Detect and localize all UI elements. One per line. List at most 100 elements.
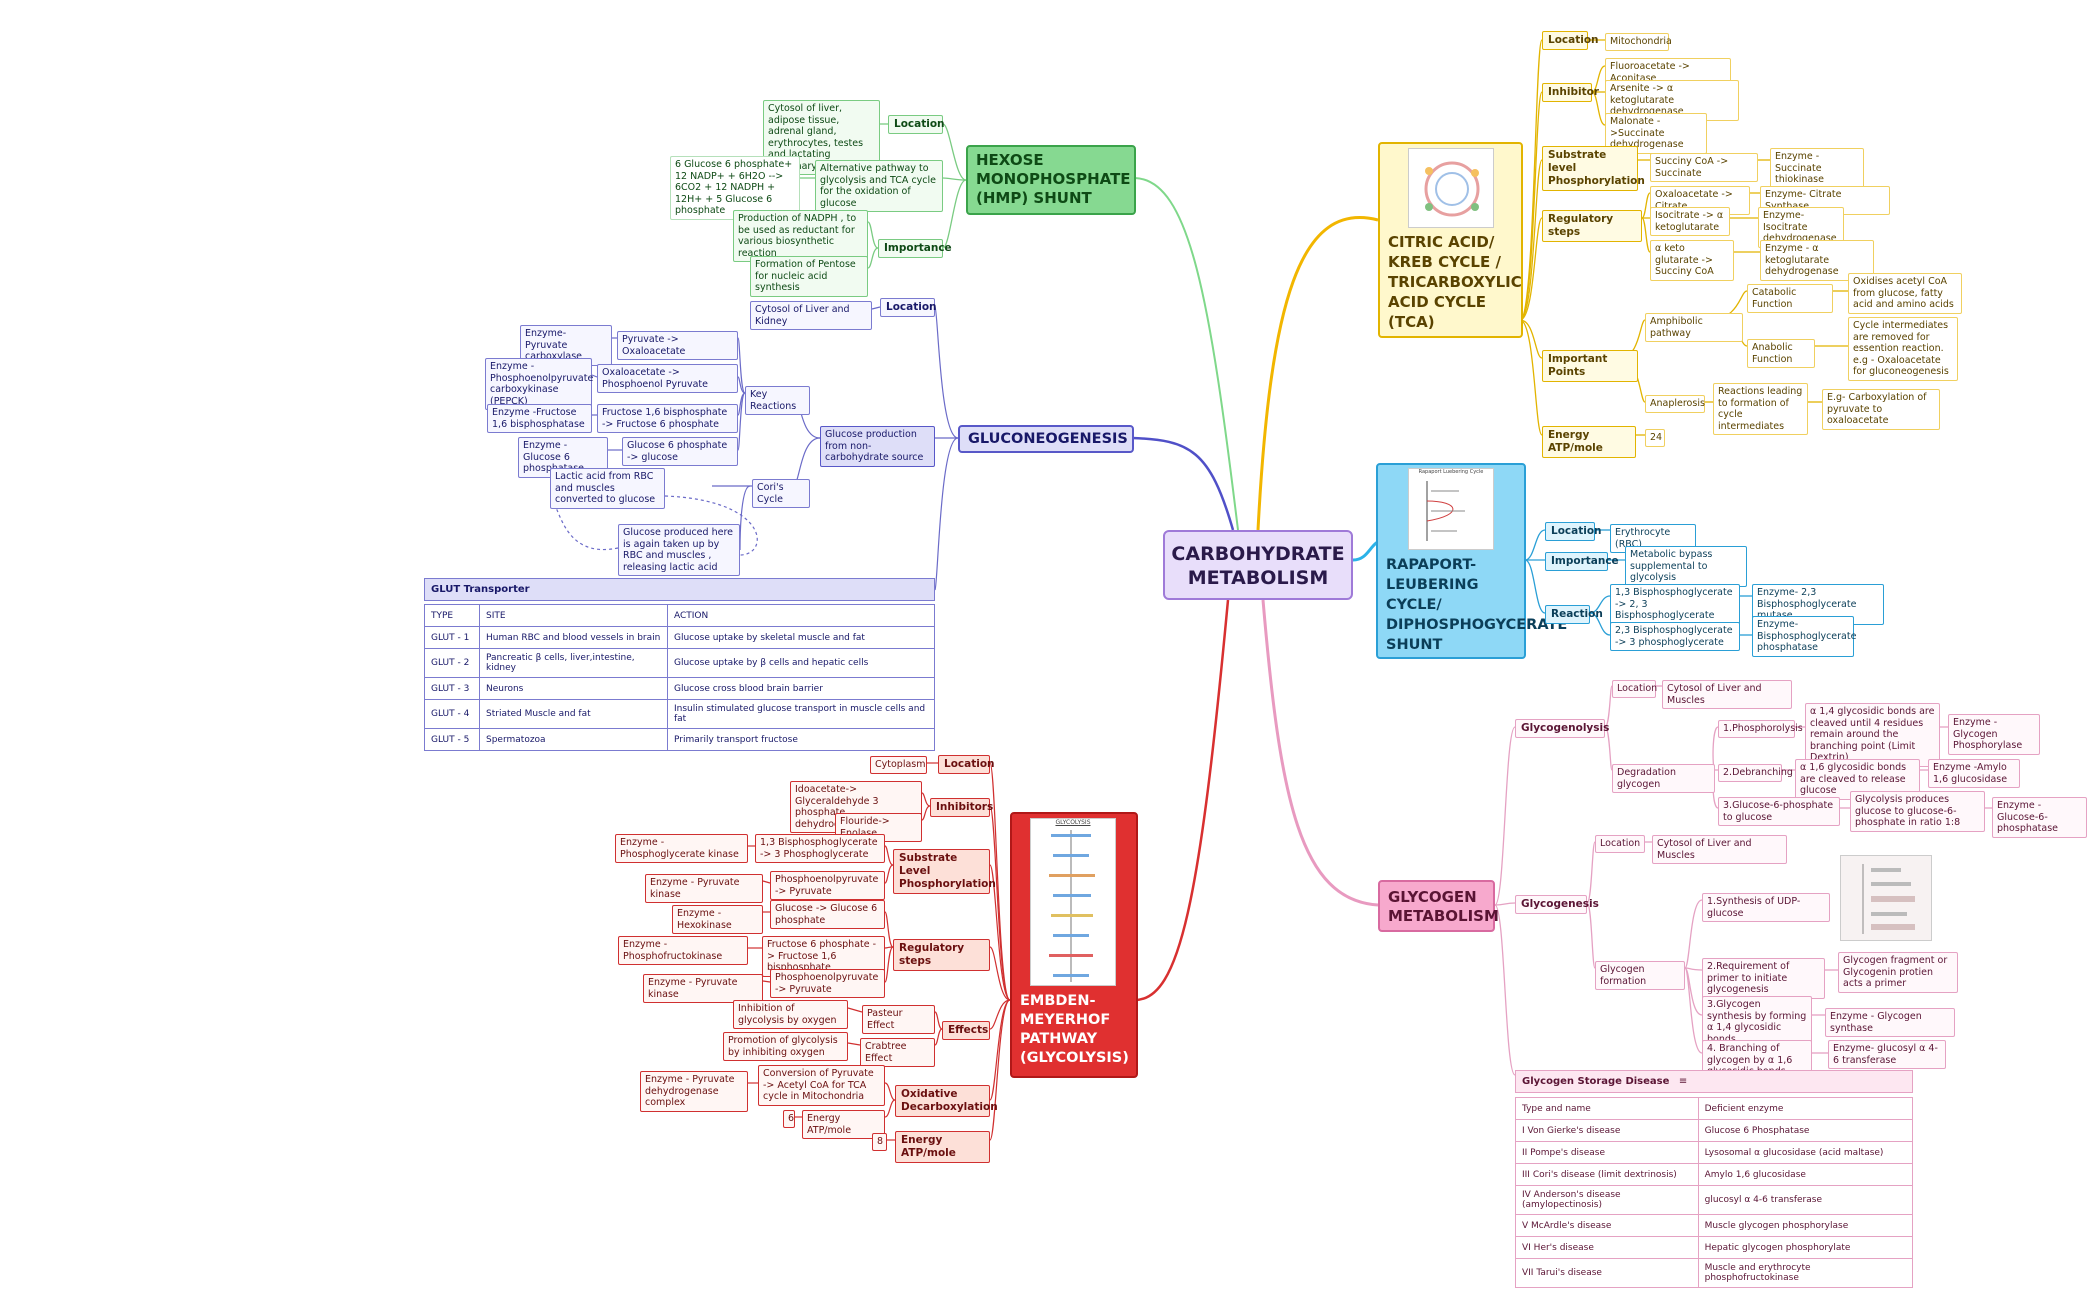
rapaport-importance-label[interactable]: Importance: [1545, 552, 1619, 571]
glut-cell: Glucose cross blood brain barrier: [667, 677, 935, 700]
tca-slp-label[interactable]: Substrate level Phosphorylation: [1542, 146, 1645, 191]
gly-slp-label[interactable]: Substrate Level Phosphorylation: [893, 849, 996, 894]
hmp-importance-label[interactable]: Importance: [878, 239, 952, 258]
root-topic[interactable]: CARBOHYDRATE METABOLISM: [1163, 530, 1353, 600]
hmp-location-label[interactable]: Location: [888, 115, 945, 134]
glut-title: GLUT Transporter: [431, 584, 530, 595]
table-row: III Cori's disease (limit dextrinosis)Am…: [1515, 1163, 1914, 1186]
rapaport-importance-value: Metabolic bypass supplemental to glycoly…: [1625, 546, 1747, 587]
glycolysis-pathway-image: [1049, 830, 1095, 982]
glut-cell: GLUT - 3: [424, 677, 480, 700]
tca-reg-step-1: Oxaloacetate -> Citrate: [1650, 186, 1750, 215]
rapaport-location-label[interactable]: Location: [1545, 522, 1602, 541]
gly-slp-enzyme-2: Enzyme - Pyruvate kinase: [645, 874, 763, 903]
gly-slp-step-1: 1,3 Bisphosphoglycerate -> 3 Phosphoglyc…: [755, 834, 885, 863]
glut-cell: Primarily transport fructose: [667, 728, 935, 751]
gly-oxdec-energy-value: 6: [783, 1110, 795, 1128]
glycogenesis-location-value: Cytosol of Liver and Muscles: [1652, 835, 1787, 864]
rapaport-reaction-label[interactable]: Reaction: [1545, 605, 1603, 624]
glycogenesis-label[interactable]: Glycogenesis: [1515, 895, 1599, 914]
tca-catabolic-desc: Oxidises acetyl CoA from glucose, fatty …: [1848, 273, 1962, 314]
gly-oxdec-desc: Conversion of Pyruvate -> Acetyl CoA for…: [758, 1065, 885, 1106]
tca-inhibitor-label[interactable]: Inhibitor: [1542, 83, 1599, 102]
gsd-cell: Hepatic glycogen phosphorylate: [1697, 1236, 1914, 1259]
tca-cycle-thumbnail: [1408, 148, 1494, 228]
gng-key-label[interactable]: Key Reactions: [745, 386, 810, 415]
gly-inhibitors-label[interactable]: Inhibitors: [930, 798, 993, 817]
gsd-cell: Lysosomal α glucosidase (acid maltase): [1697, 1141, 1914, 1164]
glycolysis-title: EMBDEN-MEYERHOF PATHWAY (GLYCOLYSIS): [1020, 993, 1129, 1066]
gsd-cell: I Von Gierke's disease: [1515, 1119, 1699, 1142]
form-step-4-desc: Enzyme- glucosyl α 4-6 transferase: [1828, 1040, 1946, 1069]
deg-step-1-desc: α 1,4 glycosidic bonds are cleaved until…: [1805, 703, 1940, 767]
glycogen-node[interactable]: GLYCOGEN METABOLISM: [1378, 880, 1499, 932]
gly-energy-label[interactable]: Energy ATP/mole: [895, 1131, 990, 1163]
deg-step-1: 1.Phosphorolysis: [1718, 720, 1803, 738]
form-step-2-desc: Glycogen fragment or Glycogenin protien …: [1838, 952, 1958, 993]
tca-title: CITRIC ACID/ KREB CYCLE / TRICARBOXYLIC …: [1388, 233, 1522, 331]
gsd-cell: glucosyl α 4-6 transferase: [1697, 1185, 1914, 1215]
gsd-title: Glycogen Storage Disease: [1522, 1076, 1670, 1087]
tca-energy-label[interactable]: Energy ATP/mole: [1542, 426, 1636, 458]
glut-cell: Insulin stimulated glucose transport in …: [667, 699, 935, 729]
gsd-cell: Glucose 6 Phosphatase: [1697, 1119, 1914, 1142]
glycogenolysis-label[interactable]: Glycogenolysis: [1515, 719, 1609, 738]
tca-anaplerosis: Anaplerosis: [1645, 395, 1705, 413]
glycolysis-thumbnail: GLYCOLYSIS: [1030, 818, 1116, 986]
gsd-cell: IV Anderson's disease (amylopectinosis): [1515, 1185, 1699, 1215]
deg-step-1-enzyme: Enzyme - Glycogen Phosphorylase: [1948, 714, 2040, 755]
gly-slp-step-2: Phosphoenolpyruvate -> Pyruvate: [770, 871, 885, 900]
tca-cycle-image: [1424, 161, 1480, 217]
gng-location-label[interactable]: Location: [880, 298, 937, 317]
gly-energy-value: 8: [872, 1133, 887, 1151]
gsd-header-row: Type and name Deficient enzyme: [1515, 1097, 1914, 1120]
glut-cell: GLUT - 1: [424, 626, 480, 649]
gng-cori-label[interactable]: Cori's Cycle: [752, 479, 810, 508]
gly-effects-label[interactable]: Effects: [942, 1021, 990, 1040]
udp-glucose-image: [1862, 864, 1915, 934]
gsd-cell: Muscle and erythrocyte phosphofructokina…: [1697, 1258, 1914, 1288]
gly-crabtree: Crabtree Effect: [860, 1038, 935, 1067]
gly-regulatory-label[interactable]: Regulatory steps: [893, 939, 990, 971]
gng-key-enzyme-2: Enzyme - Phosphoenolpyruvate carboxykina…: [485, 358, 593, 410]
hmp-node[interactable]: HEXOSE MONOPHOSPHATE (HMP) SHUNT: [966, 145, 1136, 215]
gng-key-step-4: Glucose 6 phosphate -> glucose: [622, 437, 738, 466]
glycogen-title: GLYCOGEN METABOLISM: [1388, 888, 1499, 925]
glut-cell: Neurons: [479, 677, 668, 700]
hmp-reaction-desc: Alternative pathway to glycolysis and TC…: [815, 160, 943, 212]
rapaport-thumbnail: Rapaport Luebering Cycle: [1408, 468, 1494, 550]
tca-important-label[interactable]: Important Points: [1542, 350, 1638, 382]
gsd-cell: VI Her's disease: [1515, 1236, 1699, 1259]
form-step-3-desc: Enzyme - Glycogen synthase: [1825, 1008, 1955, 1037]
tca-location-value: Mitochondria: [1605, 33, 1672, 51]
form-step-2: 2.Requirement of primer to initiate glyc…: [1702, 958, 1825, 999]
gng-definition: Glucose production from non-carbohydrate…: [820, 426, 935, 467]
gsd-header-enzyme: Deficient enzyme: [1697, 1097, 1914, 1120]
glut-cell: Glucose uptake by skeletal muscle and fa…: [667, 626, 935, 649]
tca-regulatory-label[interactable]: Regulatory steps: [1542, 210, 1642, 242]
root-title: CARBOHYDRATE METABOLISM: [1171, 543, 1345, 589]
gsd-cell: Muscle glycogen phosphorylase: [1697, 1214, 1914, 1237]
tca-energy-value: 24: [1645, 429, 1665, 447]
rapaport-cycle-image: [1426, 481, 1465, 541]
glut-cell: Striated Muscle and fat: [479, 699, 668, 729]
rapaport-thumb-title: Rapaport Luebering Cycle: [1418, 469, 1484, 475]
notes-icon[interactable]: ≡: [1678, 1076, 1688, 1087]
gng-key-step-1: Pyruvate -> Oxaloacetate: [617, 331, 738, 360]
tca-amphibolic: Amphibolic pathway: [1645, 313, 1743, 342]
form-step-3: 3.Glycogen synthesis by forming α 1,4 gl…: [1702, 996, 1812, 1048]
tca-location-label[interactable]: Location: [1542, 31, 1599, 50]
glut-cell: GLUT - 2: [424, 648, 480, 678]
gly-location-label[interactable]: Location: [938, 755, 995, 774]
gly-oxdec-label[interactable]: Oxidative Decarboxylation: [895, 1085, 998, 1117]
gly-slp-enzyme-1: Enzyme - Phosphoglycerate kinase: [615, 834, 748, 863]
gng-key-step-2: Oxaloacetate -> Phosphoenol Pyruvate: [597, 364, 738, 393]
deg-step-3-desc: Glycolysis produces glucose to glucose-6…: [1850, 791, 1985, 832]
tca-anabolic-desc: Cycle intermediates are removed for esse…: [1848, 317, 1958, 381]
gluconeogenesis-node[interactable]: GLUCONEOGENESIS: [958, 425, 1134, 453]
